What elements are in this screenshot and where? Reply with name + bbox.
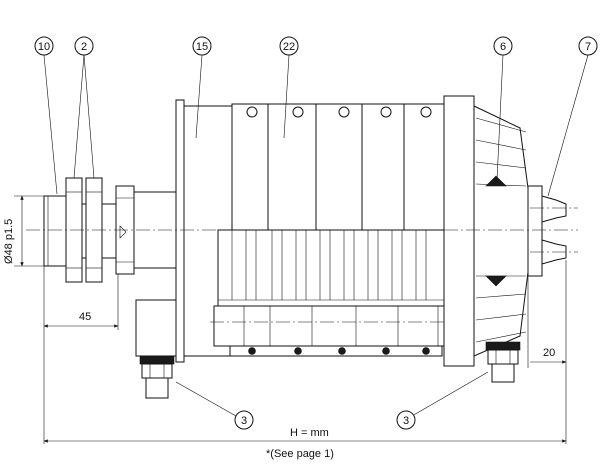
callout-15: 15	[192, 36, 212, 56]
rear-connector	[527, 185, 567, 277]
dimension-shaft-length	[43, 266, 119, 330]
thread-label: Ø48 p1.5	[3, 219, 15, 264]
svg-text:3: 3	[403, 415, 409, 427]
callout-2: 2	[74, 36, 94, 56]
cable-gland-left	[139, 355, 175, 399]
callout-3-left: 3	[234, 410, 254, 430]
svg-text:6: 6	[500, 41, 506, 53]
svg-text:22: 22	[283, 41, 295, 53]
svg-text:2: 2	[81, 41, 87, 53]
svg-text:10: 10	[38, 41, 50, 53]
callout-7: 7	[578, 36, 598, 56]
dimension-thread	[14, 195, 44, 267]
callout-leaders	[43, 54, 589, 417]
cable-gland-right	[485, 341, 521, 383]
cam-stack	[210, 103, 452, 357]
dimension-connector-length	[527, 260, 567, 368]
svg-text:7: 7	[585, 41, 591, 53]
see-page-note: *(See page 1)	[266, 448, 334, 460]
dimension-overall	[43, 330, 567, 444]
shaft-length-label: 45	[79, 311, 91, 323]
connector-length-label: 20	[543, 347, 555, 359]
callout-3-right: 3	[396, 410, 416, 430]
callout-22: 22	[279, 36, 299, 56]
svg-text:3: 3	[241, 415, 247, 427]
rear-cover	[443, 95, 529, 367]
callout-10: 10	[34, 36, 54, 56]
overall-height-label: H = mm	[290, 427, 329, 439]
svg-text:15: 15	[196, 41, 208, 53]
callout-6: 6	[493, 36, 513, 56]
